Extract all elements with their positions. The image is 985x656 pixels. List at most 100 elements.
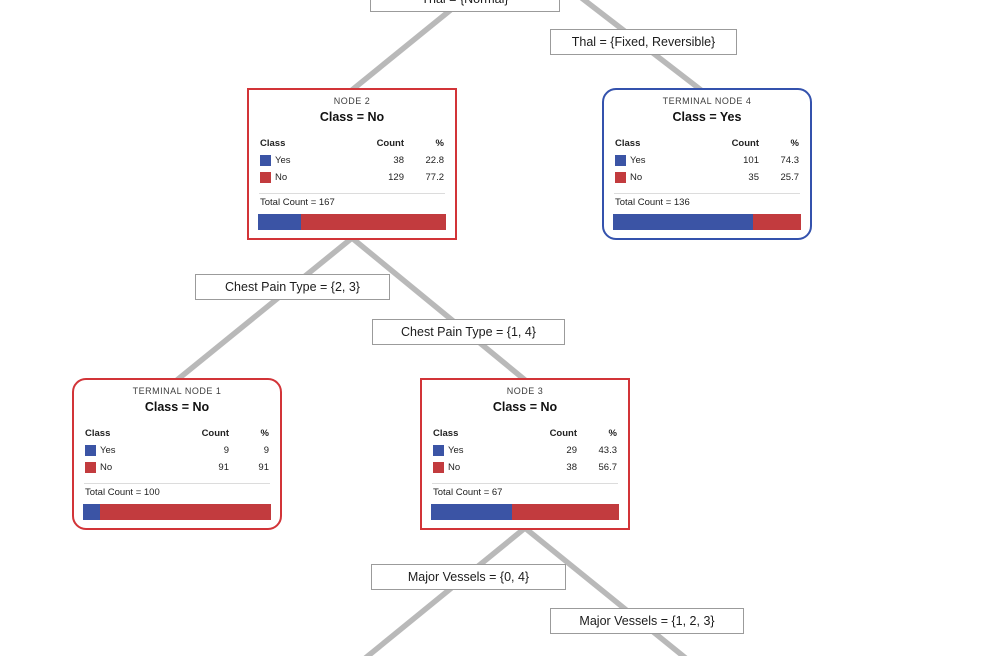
- edge-label-thal-normal: Thal = {Normal}: [370, 0, 560, 12]
- node-class-label: Class = No: [319, 110, 385, 124]
- tree-edge: [579, 0, 703, 93]
- tree-edge: [175, 235, 354, 383]
- tree-edge: [523, 525, 688, 656]
- class-table: Class Count % Yes 9 9 No 91 91: [85, 428, 269, 474]
- no-swatch: [615, 172, 626, 183]
- no-bar-segment: [752, 214, 801, 230]
- edge-label-chest-pain-2-3: Chest Pain Type = {2, 3}: [195, 274, 390, 300]
- edge-label-thal-fixed-reversible: Thal = {Fixed, Reversible}: [550, 29, 737, 55]
- edge-label-major-vessels-1-2-3: Major Vessels = {1, 2, 3}: [550, 608, 744, 634]
- table-header: Class Count %: [615, 138, 799, 150]
- row-label: Yes: [275, 155, 291, 166]
- tree-node-terminal-node-4[interactable]: TERMINAL NODE 4 Class = Yes Class Count …: [602, 88, 812, 240]
- table-row-no: No 129 77.2: [260, 171, 444, 184]
- row-pct: 74.3: [780, 155, 800, 166]
- row-count: 101: [743, 155, 759, 166]
- row-count: 35: [748, 172, 759, 183]
- divider: [432, 483, 618, 484]
- row-pct: 25.7: [780, 172, 800, 183]
- header-class: Class: [85, 428, 111, 439]
- divider: [84, 483, 270, 484]
- row-pct: 43.3: [598, 445, 618, 456]
- table-row-no: No 35 25.7: [615, 171, 799, 184]
- row-count: 9: [223, 445, 229, 456]
- header-class: Class: [260, 138, 286, 149]
- table-row-yes: Yes 38 22.8: [260, 154, 444, 167]
- header-pct: %: [608, 428, 617, 439]
- yes-bar-segment: [431, 504, 513, 520]
- row-count: 91: [218, 462, 229, 473]
- node-title: TERMINAL NODE 1: [132, 386, 222, 396]
- table-row-yes: Yes 29 43.3: [433, 444, 617, 457]
- yes-bar-segment: [613, 214, 753, 230]
- class-distribution-bar: [431, 504, 619, 520]
- total-count-label: Total Count = 136: [615, 197, 690, 208]
- row-count: 38: [566, 462, 577, 473]
- total-count-label: Total Count = 167: [260, 197, 335, 208]
- header-class: Class: [615, 138, 641, 149]
- tree-node-terminal-node-1[interactable]: TERMINAL NODE 1 Class = No Class Count %…: [72, 378, 282, 530]
- row-pct: 22.8: [425, 155, 445, 166]
- no-swatch: [85, 462, 96, 473]
- header-count: Count: [731, 138, 759, 149]
- row-count: 29: [566, 445, 577, 456]
- class-distribution-bar: [258, 214, 446, 230]
- class-distribution-bar: [83, 504, 271, 520]
- edge-label-chest-pain-1-4: Chest Pain Type = {1, 4}: [372, 319, 565, 345]
- tree-edge: [363, 525, 527, 656]
- node-title: TERMINAL NODE 4: [662, 96, 752, 106]
- row-label: Yes: [448, 445, 464, 456]
- edge-label-major-vessels-0-4: Major Vessels = {0, 4}: [371, 564, 566, 590]
- tree-edge: [350, 0, 468, 93]
- table-header: Class Count %: [433, 428, 617, 440]
- row-label: Yes: [630, 155, 646, 166]
- node-title: NODE 2: [333, 96, 371, 106]
- tree-node-node-3[interactable]: NODE 3 Class = No Class Count % Yes 29 4…: [420, 378, 630, 530]
- table-header: Class Count %: [260, 138, 444, 150]
- row-label: No: [275, 172, 288, 183]
- row-label: No: [630, 172, 643, 183]
- class-distribution-bar: [613, 214, 801, 230]
- row-label: Yes: [100, 445, 116, 456]
- node-class-label: Class = Yes: [672, 110, 742, 124]
- row-label: No: [100, 462, 113, 473]
- yes-bar-segment: [83, 504, 100, 520]
- row-pct: 77.2: [425, 172, 445, 183]
- header-pct: %: [435, 138, 444, 149]
- row-pct: 9: [263, 445, 269, 456]
- row-pct: 56.7: [598, 462, 618, 473]
- divider: [614, 193, 800, 194]
- header-count: Count: [201, 428, 229, 439]
- table-header: Class Count %: [85, 428, 269, 440]
- row-count: 38: [393, 155, 404, 166]
- no-bar-segment: [99, 504, 271, 520]
- tree-node-node-2[interactable]: NODE 2 Class = No Class Count % Yes 38 2…: [247, 88, 457, 240]
- divider: [259, 193, 445, 194]
- node-class-label: Class = No: [492, 400, 558, 414]
- node-class-label: Class = No: [144, 400, 210, 414]
- yes-swatch: [433, 445, 444, 456]
- total-count-label: Total Count = 67: [433, 487, 503, 498]
- row-count: 129: [388, 172, 404, 183]
- row-label: No: [448, 462, 461, 473]
- class-table: Class Count % Yes 101 74.3 No 35 25.7: [615, 138, 799, 184]
- no-swatch: [260, 172, 271, 183]
- table-row-no: No 38 56.7: [433, 461, 617, 474]
- yes-swatch: [260, 155, 271, 166]
- table-row-no: No 91 91: [85, 461, 269, 474]
- node-title: NODE 3: [506, 386, 544, 396]
- header-count: Count: [549, 428, 577, 439]
- yes-swatch: [615, 155, 626, 166]
- header-count: Count: [376, 138, 404, 149]
- no-bar-segment: [512, 504, 619, 520]
- yes-bar-segment: [258, 214, 301, 230]
- header-class: Class: [433, 428, 459, 439]
- yes-swatch: [85, 445, 96, 456]
- row-pct: 91: [258, 462, 269, 473]
- table-row-yes: Yes 9 9: [85, 444, 269, 457]
- total-count-label: Total Count = 100: [85, 487, 160, 498]
- tree-edge: [350, 235, 527, 383]
- header-pct: %: [260, 428, 269, 439]
